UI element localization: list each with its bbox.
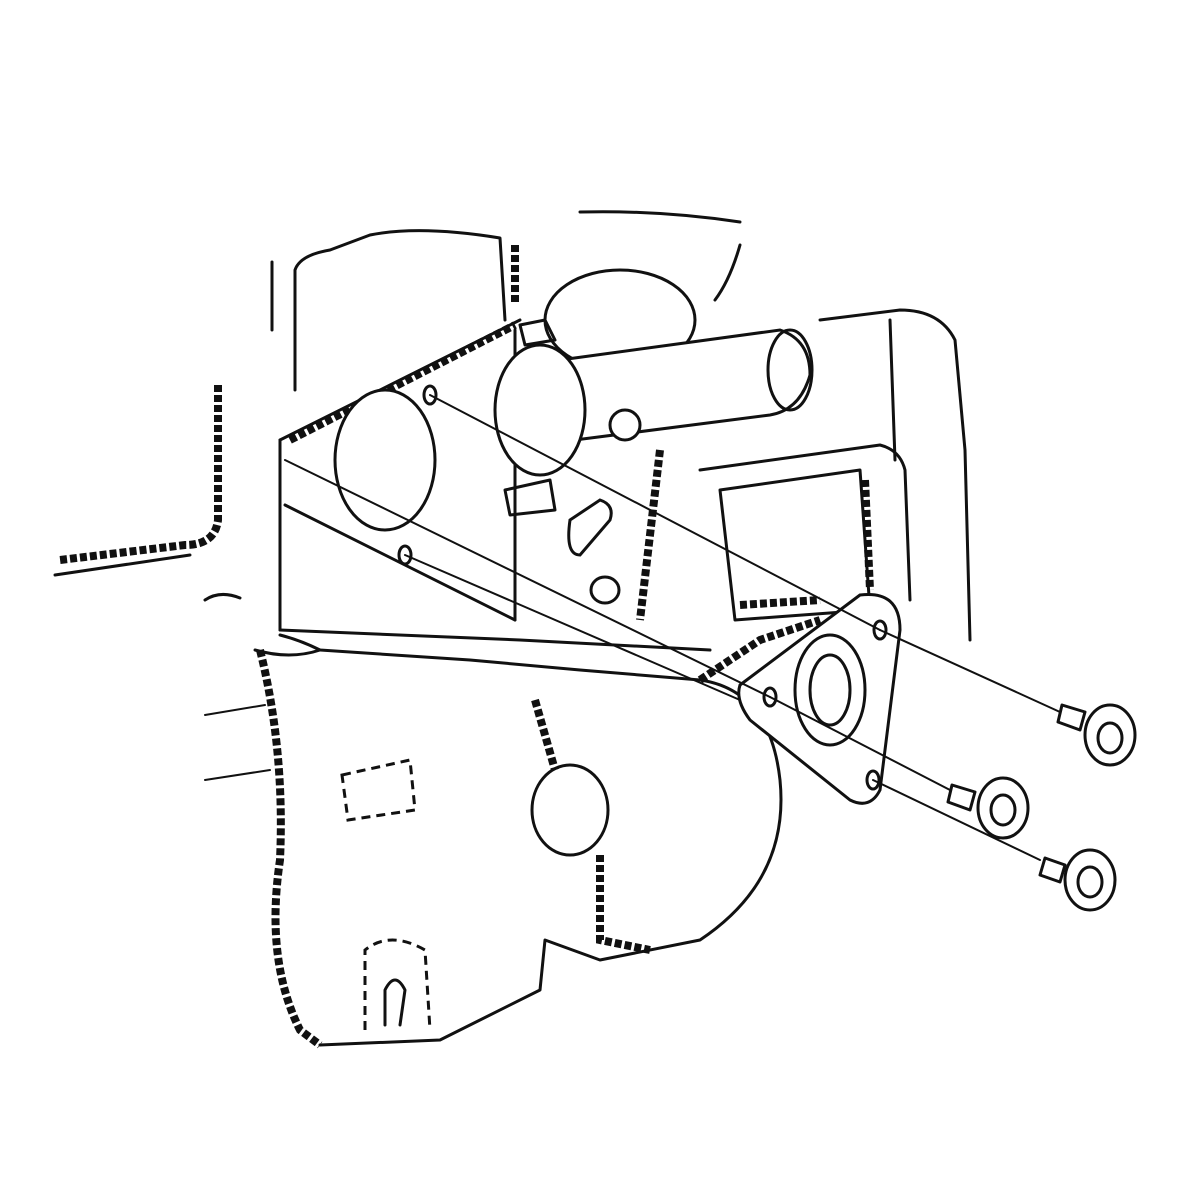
gasket-flange [697, 592, 902, 805]
timing-cover [204, 633, 783, 1049]
bolt [1038, 848, 1117, 912]
alignment-lines [284, 394, 1061, 861]
left-panel [53, 385, 242, 602]
housing [333, 268, 814, 605]
bolt [1056, 703, 1137, 767]
bolt [946, 776, 1030, 840]
